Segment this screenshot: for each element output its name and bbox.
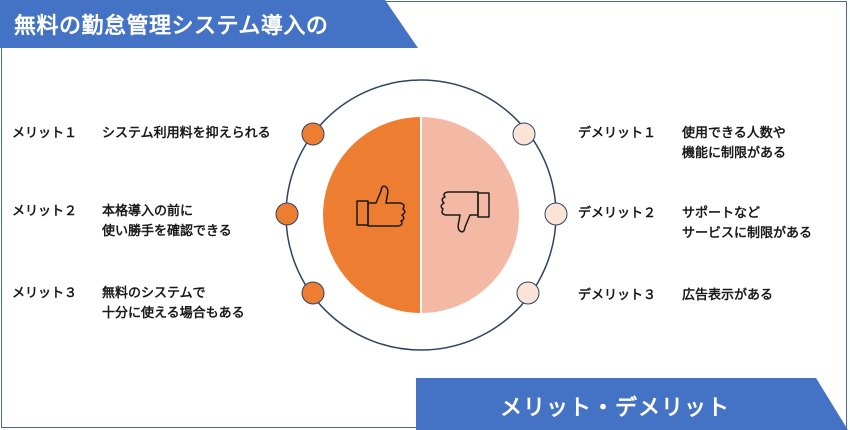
- merit-dot-1: [301, 122, 325, 146]
- merit-dot-2: [275, 202, 299, 226]
- merit-label: メリット２: [12, 204, 78, 219]
- demerit-item-3: デメリット３ 広告表示がある: [578, 286, 838, 306]
- merit-desc-line: 本格導入の前に: [102, 204, 194, 219]
- demerit-dot-2: [544, 202, 568, 226]
- merit-dot-3: [301, 281, 325, 305]
- demerit-desc-line: 広告表示がある: [682, 288, 774, 303]
- merit-label: メリット３: [12, 286, 78, 301]
- subtitle-banner: メリット・デメリット: [416, 378, 848, 430]
- demerit-item-2: デメリット２ サポートなど サービスに制限がある: [578, 204, 844, 244]
- merit-half-circle: [323, 117, 421, 313]
- merit-label: メリット１: [12, 126, 78, 141]
- demerit-label: デメリット１: [578, 126, 657, 141]
- subtitle-text: メリット・デメリット: [500, 396, 731, 421]
- title-banner: 無料の勤怠管理システム導入の: [0, 0, 418, 48]
- demerit-item-1: デメリット１ 使用できる人数や 機能に制限がある: [578, 124, 838, 164]
- demerit-desc-line: サービスに制限がある: [682, 226, 813, 241]
- demerit-label: デメリット３: [578, 288, 657, 303]
- merit-desc-line: 使い勝手を確認できる: [102, 224, 232, 239]
- merit-item-2: メリット２ 本格導入の前に 使い勝手を確認できる: [12, 202, 282, 242]
- demerit-desc-line: サポートなど: [682, 206, 761, 221]
- merit-desc-line: システム利用料を抑えられる: [102, 126, 271, 141]
- thumbs-up-icon: [356, 185, 406, 227]
- demerit-desc-line: 使用できる人数や: [682, 126, 786, 141]
- title-text: 無料の勤怠管理システム導入の: [14, 14, 329, 39]
- merit-desc-line: 十分に使える場合もある: [102, 306, 245, 321]
- merit-desc-line: 無料のシステムで: [102, 286, 206, 301]
- merit-item-3: メリット３ 無料のシステムで 十分に使える場合もある: [12, 284, 302, 324]
- demerit-desc-line: 機能に制限がある: [682, 146, 787, 161]
- demerit-dot-3: [516, 281, 540, 305]
- thumbs-down-icon: [440, 191, 490, 233]
- demerit-dot-1: [512, 122, 536, 146]
- demerit-label: デメリット２: [578, 206, 657, 221]
- merit-item-1: メリット１ システム利用料を抑えられる: [12, 124, 302, 144]
